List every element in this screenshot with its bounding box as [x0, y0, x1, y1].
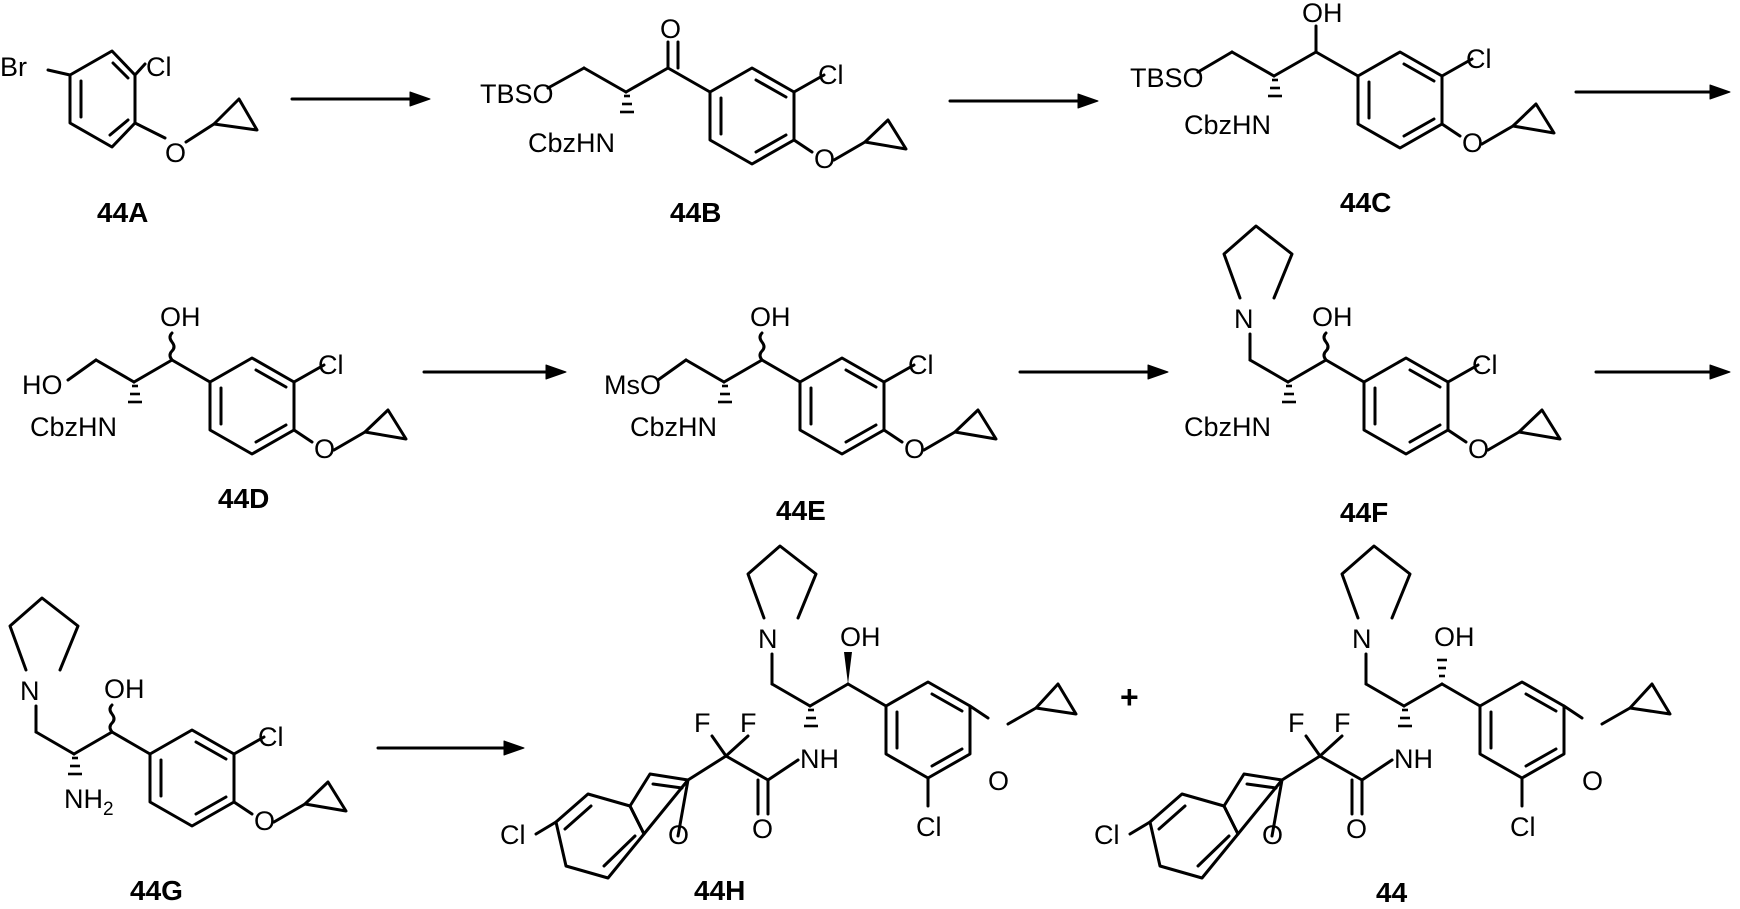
label-44A: 44A: [97, 197, 148, 228]
compound-44: N NH OH O Cl O F F O Cl 44: [1094, 546, 1670, 908]
atom-cbzhn: CbzHN: [630, 412, 717, 442]
atom-tbso: TBSO: [480, 79, 554, 109]
atom-f: F: [1288, 708, 1305, 738]
atom-o-furan: O: [1262, 820, 1283, 850]
compound-44H: N NH OH O Cl O F F O Cl 44H: [500, 546, 1076, 906]
atom-cl: Cl: [1094, 820, 1120, 850]
label-44E: 44E: [776, 495, 826, 526]
compound-44F: N CbzHN OH Cl O 44F: [1184, 226, 1560, 528]
atom-o: O: [904, 434, 925, 464]
arrow-6: [1596, 365, 1730, 379]
atom-nh: NH: [1394, 744, 1433, 774]
atom-oh: OH: [840, 622, 881, 652]
atom-n: N: [1234, 304, 1254, 334]
atom-cl: Cl: [1472, 350, 1498, 380]
label-44H: 44H: [694, 875, 745, 906]
atom-n: N: [20, 676, 40, 706]
atom-f: F: [740, 708, 757, 738]
label-44: 44: [1376, 877, 1408, 908]
atom-nh2-sub: 2: [103, 799, 114, 820]
atom-cl: Cl: [1510, 812, 1536, 842]
label-44D: 44D: [218, 483, 269, 514]
atom-f: F: [1334, 708, 1351, 738]
atom-o: O: [165, 138, 186, 168]
atom-cl: Cl: [1466, 44, 1492, 74]
arrow-2: [950, 94, 1098, 108]
atom-oh: OH: [104, 674, 145, 704]
atom-cbzhn: CbzHN: [1184, 110, 1271, 140]
atom-oh: OH: [1312, 302, 1353, 332]
atom-cl: Cl: [818, 60, 844, 90]
atom-ho: HO: [22, 370, 63, 400]
atom-cl: Cl: [500, 820, 526, 850]
arrow-5: [1020, 365, 1168, 379]
atom-n: N: [1352, 624, 1372, 654]
atom-o-amide: O: [752, 814, 773, 844]
atom-nh2-main: NH: [64, 784, 103, 814]
label-44F: 44F: [1340, 497, 1388, 528]
atom-o: O: [1468, 434, 1489, 464]
atom-cl: Cl: [908, 350, 934, 380]
compound-44G: N NH2 OH Cl O 44G: [10, 598, 346, 906]
atom-o: O: [314, 434, 335, 464]
atom-oh: OH: [160, 302, 201, 332]
atom-cbzhn: CbzHN: [1184, 412, 1271, 442]
atom-br: Br: [0, 52, 27, 82]
atom-cl: Cl: [146, 52, 172, 82]
compound-44A: Br Cl O 44A: [0, 51, 257, 228]
atom-tbso: TBSO: [1130, 63, 1204, 93]
atom-o: O: [988, 766, 1009, 796]
label-44B: 44B: [670, 197, 721, 228]
label-44C: 44C: [1340, 187, 1391, 218]
compound-44E: MsO CbzHN OH Cl O 44E: [604, 302, 996, 526]
compound-44D: HO CbzHN OH Cl O 44D: [22, 302, 406, 514]
arrow-4: [424, 365, 566, 379]
compound-44C: TBSO CbzHN OH Cl O 44C: [1130, 0, 1554, 218]
atom-o: O: [814, 144, 835, 174]
atom-oh: OH: [1434, 622, 1475, 652]
atom-cl: Cl: [258, 722, 284, 752]
arrow-3: [1576, 85, 1730, 99]
atom-nh2: NH2: [64, 784, 114, 820]
atom-cbzhn: CbzHN: [528, 128, 615, 158]
compound-44B: TBSO CbzHN O Cl O 44B: [480, 14, 906, 228]
atom-o: O: [1582, 766, 1603, 796]
atom-o: O: [254, 806, 275, 836]
atom-f: F: [694, 708, 711, 738]
atom-cl: Cl: [318, 350, 344, 380]
atom-o-furan: O: [668, 820, 689, 850]
arrow-1: [292, 92, 430, 106]
atom-mso: MsO: [604, 370, 661, 400]
atom-o-ketone: O: [660, 14, 681, 44]
atom-cl: Cl: [916, 812, 942, 842]
atom-cbzhn: CbzHN: [30, 412, 117, 442]
atom-o-amide: O: [1346, 814, 1367, 844]
atom-nh: NH: [800, 744, 839, 774]
plus-sign: +: [1120, 679, 1139, 715]
atom-oh: OH: [750, 302, 791, 332]
arrow-7: [378, 741, 524, 755]
atom-oh: OH: [1302, 0, 1343, 28]
label-44G: 44G: [130, 875, 183, 906]
atom-o: O: [1462, 128, 1483, 158]
atom-n: N: [758, 624, 778, 654]
